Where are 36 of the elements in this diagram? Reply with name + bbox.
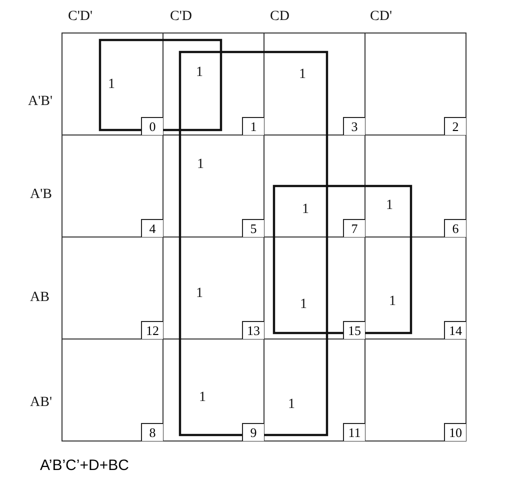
cell-number: 7 — [343, 219, 365, 237]
cell-value: 1 — [288, 397, 295, 413]
boolean-expression: A’B’C’+D+BC — [40, 457, 129, 474]
cell-number: 0 — [141, 117, 163, 135]
cell-number: 2 — [444, 117, 466, 135]
cell-number: 13 — [242, 321, 264, 339]
cell-number: 4 — [141, 219, 163, 237]
cell-value: 1 — [299, 67, 306, 83]
column-header: CD — [270, 9, 290, 25]
row-header: A'B' — [28, 94, 52, 110]
cell-number: 1 — [242, 117, 264, 135]
cell-number: 14 — [444, 321, 466, 339]
column-header: CD' — [370, 9, 392, 25]
row-header: A'B — [30, 187, 52, 203]
cell-number: 8 — [141, 423, 163, 441]
cell-value: 1 — [389, 294, 396, 310]
cell-value: 1 — [386, 198, 393, 214]
cell-value: 1 — [302, 202, 309, 218]
row-header: AB — [30, 290, 50, 306]
cell-number: 12 — [141, 321, 163, 339]
cell-value: 1 — [199, 390, 206, 406]
cell-value: 1 — [108, 77, 115, 93]
row-header: AB' — [30, 395, 52, 411]
cell-number: 11 — [343, 423, 365, 441]
cell-value: 1 — [196, 65, 203, 81]
column-header: C'D — [170, 9, 192, 25]
cell-value: 1 — [300, 297, 307, 313]
cell-number: 9 — [242, 423, 264, 441]
cell-value: 1 — [197, 157, 204, 173]
cell-number: 15 — [343, 321, 365, 339]
column-header: C'D' — [68, 9, 92, 25]
cell-number: 5 — [242, 219, 264, 237]
cell-value: 1 — [196, 286, 203, 302]
cell-number: 10 — [444, 423, 466, 441]
cell-number: 3 — [343, 117, 365, 135]
cell-number: 6 — [444, 219, 466, 237]
